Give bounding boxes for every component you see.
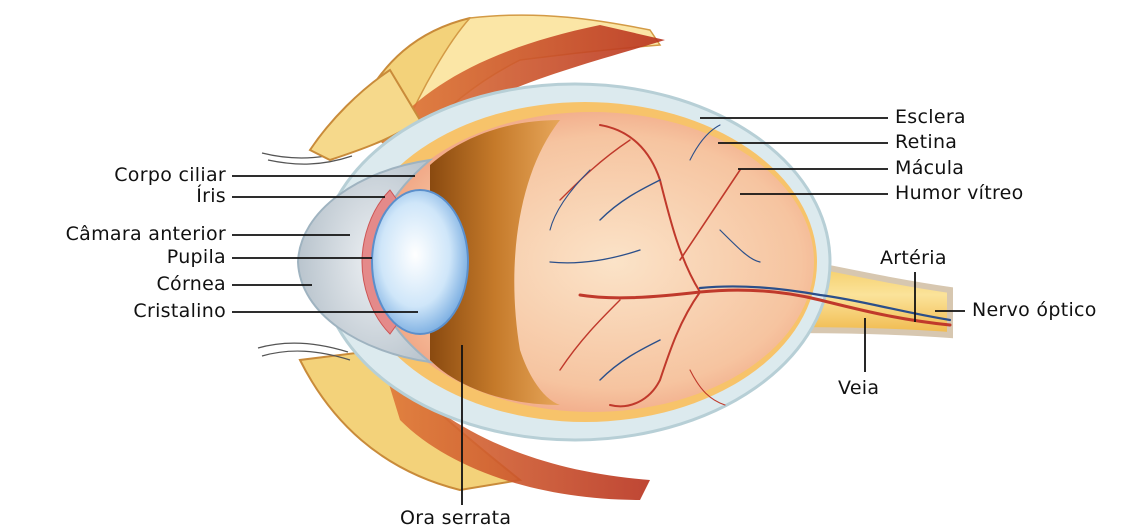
label-veia: Veia: [838, 377, 879, 399]
label-iris: Íris: [196, 185, 226, 207]
label-esclera: Esclera: [895, 106, 966, 128]
label-cristalino: Cristalino: [133, 300, 226, 322]
label-camara-anterior: Câmara anterior: [66, 223, 226, 245]
label-arteria: Artéria: [880, 247, 947, 269]
label-macula: Mácula: [895, 157, 964, 179]
label-pupila: Pupila: [167, 246, 226, 268]
label-cornea: Córnea: [156, 273, 226, 295]
label-humor-vitreo: Humor vítreo: [895, 182, 1024, 204]
label-ora-serrata: Ora serrata: [400, 507, 511, 529]
label-corpo-ciliar: Corpo ciliar: [114, 164, 226, 186]
label-retina: Retina: [895, 131, 957, 153]
label-nervo-optico: Nervo óptico: [972, 299, 1097, 321]
